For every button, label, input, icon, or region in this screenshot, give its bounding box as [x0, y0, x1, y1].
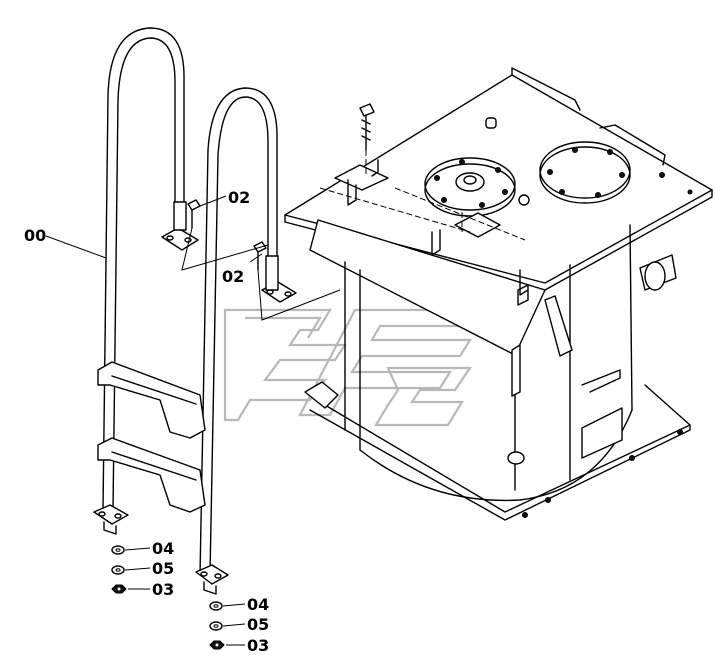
- callout-spring-left: 05: [152, 559, 174, 578]
- callout-ladder: 00: [24, 226, 46, 245]
- ladder-assembly: [93, 27, 341, 595]
- fuel-tank: [284, 67, 713, 521]
- watermark-logo: [223, 308, 502, 427]
- callout-labels: 00 02 02 04 05 03 04 05 03: [24, 188, 269, 655]
- filler-caps: [424, 117, 693, 217]
- leader-lines: [45, 195, 263, 646]
- hardware-right: [209, 601, 225, 650]
- assembly-lines: [319, 150, 526, 241]
- callout-nut-left: 03: [152, 580, 174, 599]
- callout-bolt-upper: 02: [228, 188, 250, 207]
- callout-washer-right: 04: [247, 595, 269, 614]
- callout-bolt-lower: 02: [222, 267, 244, 286]
- ladder-brackets: [334, 103, 529, 296]
- callout-nut-right: 03: [247, 636, 269, 655]
- callout-washer-left: 04: [152, 539, 174, 558]
- hardware-left: [111, 545, 127, 594]
- callout-spring-right: 05: [247, 615, 269, 634]
